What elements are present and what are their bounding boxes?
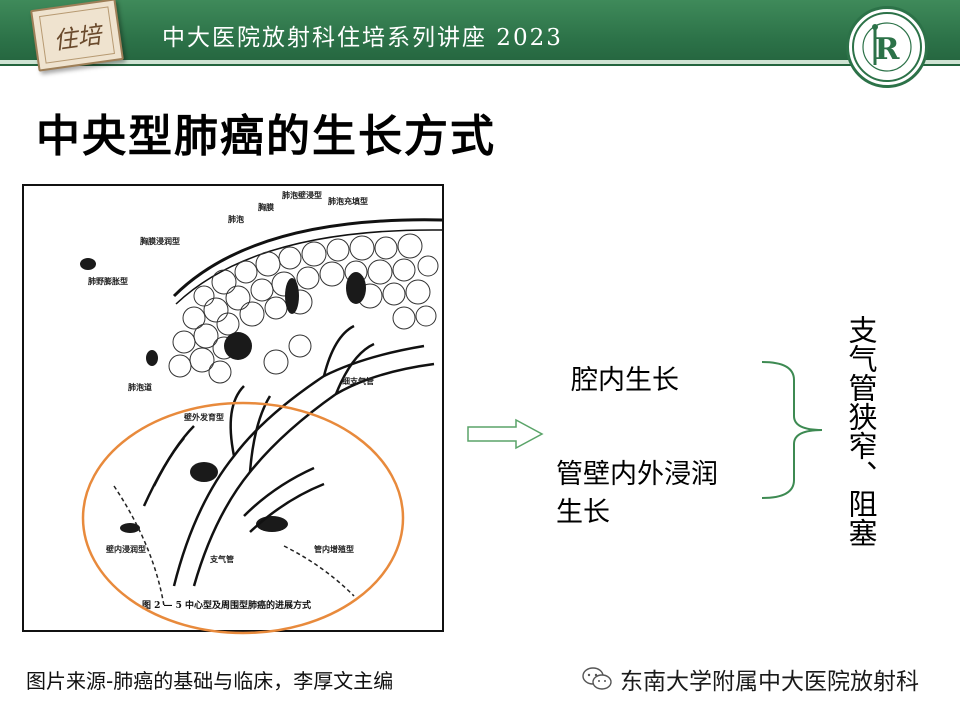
- figure-label-alveolar-wall: 肺泡壁浸型: [282, 190, 322, 200]
- wall-infiltration-text: 管壁内外浸润 生长: [556, 456, 766, 532]
- figure-label-hilar-expansion: 肺野膨胀型: [88, 276, 128, 286]
- header-stripe: [0, 60, 960, 64]
- figure-label-intraluminal: 管内增殖型: [314, 544, 354, 554]
- logo-letter: R: [875, 32, 901, 67]
- wechat-watermark: 东南大学附属中大医院放射科: [582, 662, 919, 696]
- hospital-logo-icon: R: [846, 6, 928, 88]
- figure-caption: 图 2 — 5 中心型及周围型肺癌的进展方式: [142, 601, 312, 611]
- figure-label-pleura: 胸膜: [258, 202, 274, 212]
- image-source-note: 图片来源-肺癌的基础与临床，李厚文主编: [26, 669, 394, 693]
- figure-label-small-bronchus: 细支气管: [342, 376, 374, 386]
- right-arrow-icon: [467, 418, 544, 450]
- wall-infiltration-line-1: 管壁内外浸润: [556, 459, 718, 490]
- header-band: [0, 0, 960, 66]
- right-brace-icon: [761, 361, 823, 499]
- figure-label-intramural: 壁内浸润型: [106, 544, 146, 554]
- training-badge: 住培: [30, 0, 124, 72]
- figure-label-pleural-invasion: 胸膜浸润型: [140, 236, 180, 246]
- header-title: 中大医院放射科住培系列讲座 2023: [162, 25, 563, 51]
- highlight-ellipse: [81, 401, 405, 635]
- figure-label-lung-vessel: 肺泡: [228, 214, 244, 224]
- figure-drawing: [80, 218, 442, 607]
- training-badge-text: 住培: [39, 6, 115, 64]
- hospital-logo-svg: R: [852, 12, 922, 82]
- figure-label-alveolar-fill: 肺泡充填型: [328, 196, 368, 206]
- slide-title: 中央型肺癌的生长方式: [36, 111, 496, 162]
- wall-infiltration-line-2: 生长: [556, 497, 610, 528]
- watermark-text: 东南大学附属中大医院放射科: [620, 669, 919, 695]
- intraluminal-growth-text: 腔内生长: [571, 365, 679, 396]
- result-vertical-text: 支气管狭窄、阻塞: [844, 315, 878, 547]
- wechat-icon: [582, 667, 612, 690]
- figure-label-extramural: 壁外发育型: [184, 412, 224, 422]
- figure-label-alveolar-duct: 肺泡道: [128, 382, 152, 392]
- figure-label-bronchus: 支气管: [210, 554, 234, 564]
